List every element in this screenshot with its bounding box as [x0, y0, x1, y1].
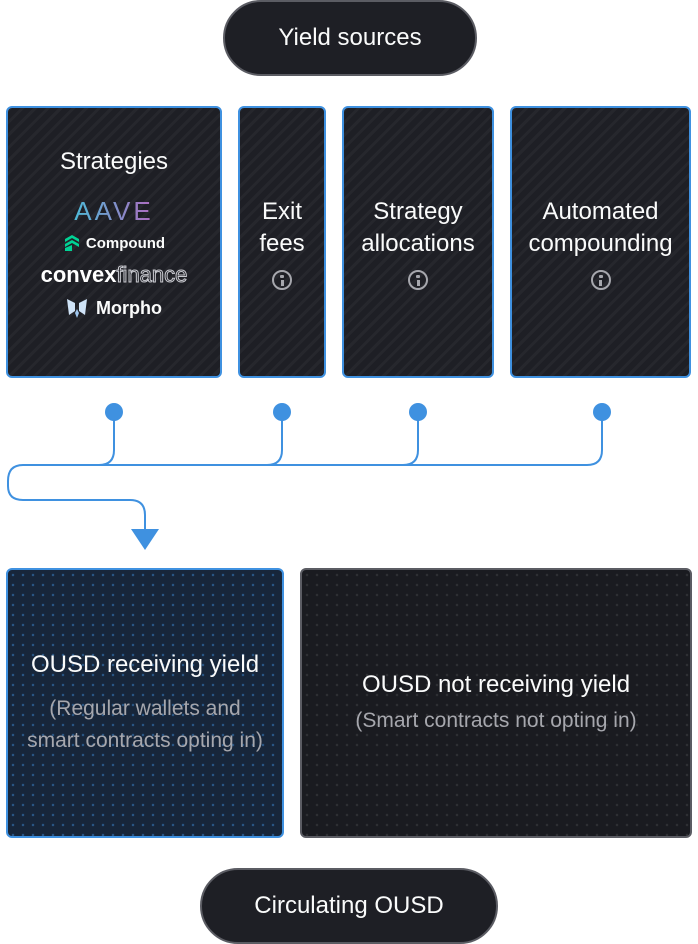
- morpho-logo-text: Morpho: [96, 297, 162, 318]
- connector-line-allocations: [267, 412, 419, 466]
- receiving-yield-box: OUSD receiving yield (Regular wallets an…: [6, 568, 284, 838]
- info-icon[interactable]: [590, 270, 611, 290]
- convex-logo: convex finance: [41, 262, 188, 288]
- connector-dot-allocations: [409, 403, 427, 421]
- morpho-icon: [67, 299, 87, 318]
- yield-sources-pill: Yield sources: [223, 0, 477, 76]
- circulating-ousd-label: Circulating OUSD: [254, 892, 444, 919]
- compound-logo-text: Compound: [85, 234, 166, 252]
- info-icon[interactable]: [408, 270, 428, 290]
- aave-logo-text: AAVE: [74, 196, 154, 226]
- connector-line-compounding: [403, 412, 603, 466]
- automated-compounding-card: Automated compounding: [510, 106, 691, 378]
- connector-line-strategies: [23, 412, 115, 466]
- aave-logo: AAVE: [74, 196, 153, 227]
- connector-dot-exit-fees: [273, 403, 291, 421]
- receiving-yield-subtitle: (Regular wallets and smart contracts opt…: [27, 697, 263, 752]
- morpho-logo: Morpho: [66, 297, 162, 319]
- receiving-yield-title: OUSD receiving yield: [30, 651, 260, 678]
- info-icon[interactable]: [272, 270, 292, 290]
- exit-fees-card: Exit fees: [238, 106, 326, 378]
- arrow-down-icon: [131, 529, 159, 550]
- automated-compounding-title-line2: compounding: [528, 230, 673, 257]
- connector-dot-strategies: [105, 403, 123, 421]
- not-receiving-yield-title: OUSD not receiving yield: [361, 671, 631, 698]
- connector-line-down: [7, 464, 146, 530]
- convex-logo-text-a: convex: [40, 262, 117, 287]
- strategy-allocations-title-line1: Strategy: [373, 198, 463, 225]
- exit-fees-title-line2: fees: [259, 230, 305, 257]
- connector-dot-compounding: [593, 403, 611, 421]
- connector-line-exit-fees: [99, 412, 283, 466]
- circulating-ousd-pill: Circulating OUSD: [200, 868, 498, 944]
- not-receiving-yield-subtitle: (Smart contracts not opting in): [355, 709, 637, 732]
- compound-icon: [64, 235, 79, 251]
- convex-logo-text-b: finance: [116, 262, 188, 288]
- compound-logo: Compound: [63, 233, 165, 253]
- not-receiving-yield-box: OUSD not receiving yield (Smart contract…: [300, 568, 692, 838]
- strategies-card: Strategies AAVE Compound convex finance …: [6, 106, 222, 378]
- exit-fees-title-line1: Exit: [261, 198, 302, 225]
- yield-sources-label: Yield sources: [278, 24, 422, 51]
- strategies-title: Strategies: [59, 148, 169, 175]
- strategy-allocations-title-line2: allocations: [361, 230, 475, 257]
- strategy-allocations-card: Strategy allocations: [342, 106, 494, 378]
- automated-compounding-title-line1: Automated: [542, 198, 659, 225]
